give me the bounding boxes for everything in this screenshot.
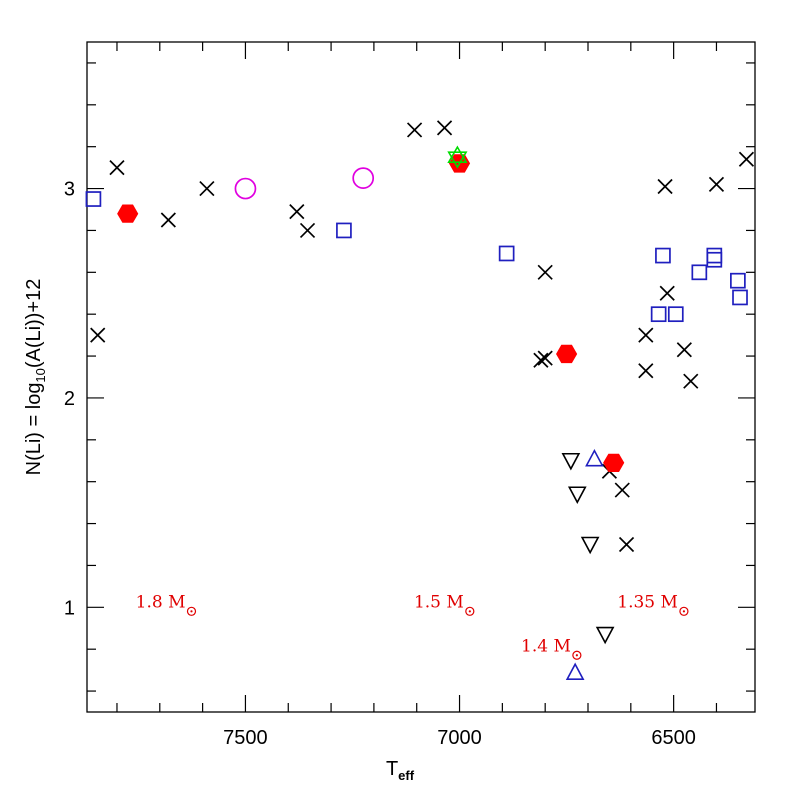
cross-marker <box>436 120 453 136</box>
cross-marker <box>738 151 755 167</box>
x-tick-label: 7500 <box>223 727 268 749</box>
y-tick-label: 2 <box>64 388 75 410</box>
plot-frame <box>86 41 756 713</box>
x-tick-label: 6500 <box>651 727 696 749</box>
square-marker <box>730 272 746 289</box>
sun-symbol-icon <box>572 650 582 660</box>
square-marker <box>706 251 723 268</box>
hexagon-marker <box>556 344 578 364</box>
cross-marker <box>659 285 675 301</box>
axis-tick-labels: 7500 7000 6500 1 2 3 <box>64 179 696 749</box>
square-marker <box>706 247 723 264</box>
sun-symbol-icon <box>465 606 475 616</box>
y-axis-title: N(Li) = log10(A(Li))+12 <box>23 279 48 476</box>
circle-marker <box>234 177 257 200</box>
cross-marker <box>289 203 305 220</box>
cross-marker <box>537 350 553 366</box>
triangle-up-marker <box>585 448 604 467</box>
sun-symbol-icon <box>679 606 689 616</box>
square-marker <box>655 247 671 264</box>
cross-marker <box>109 160 125 176</box>
triangle-down-marker <box>561 452 581 471</box>
circle-marker <box>352 167 375 189</box>
cross-marker <box>90 327 106 343</box>
cross-marker <box>299 222 316 239</box>
mass-labels: 1.8 M 1.5 M 1.35 M 1.4 M <box>136 592 689 660</box>
square-marker <box>336 222 352 239</box>
cross-marker <box>614 482 630 498</box>
mass-label: 1.35 M <box>617 592 678 612</box>
square-marker <box>667 306 684 323</box>
x-tick-label: 7000 <box>437 727 482 749</box>
cross-marker <box>638 327 654 343</box>
mass-label: 1.8 M <box>136 592 186 612</box>
cross-marker <box>708 176 725 192</box>
cross-marker <box>537 264 553 280</box>
sun-symbol-dot <box>190 610 193 613</box>
data-points <box>85 120 755 681</box>
triangle-down-marker <box>567 486 587 504</box>
triangle-down-marker <box>595 626 615 645</box>
cross-marker <box>683 373 699 389</box>
triangle-up-marker <box>565 662 585 681</box>
triangle-down-marker <box>580 536 600 555</box>
sun-symbol-icon <box>186 606 197 616</box>
axis-ticks <box>87 42 755 712</box>
sun-symbol-dot <box>682 610 686 613</box>
cross-marker <box>160 212 176 228</box>
cross-marker <box>618 536 635 553</box>
cross-marker <box>676 342 692 358</box>
square-marker <box>85 191 102 207</box>
y-tick-label: 1 <box>64 597 75 619</box>
square-marker <box>650 306 667 323</box>
square-marker <box>691 264 708 281</box>
star-marker <box>447 145 468 169</box>
cross-marker <box>533 352 549 368</box>
mass-label: 1.5 M <box>414 592 464 612</box>
cross-marker <box>199 180 215 197</box>
x-axis-title: Teff <box>386 758 415 783</box>
y-tick-label: 3 <box>64 179 75 201</box>
sun-symbol-dot <box>468 610 471 613</box>
cross-marker <box>406 122 423 138</box>
square-marker <box>732 289 748 306</box>
mass-label: 1.4 M <box>521 636 571 656</box>
hexagon-marker <box>117 204 139 223</box>
cross-marker <box>657 178 673 195</box>
square-marker <box>498 245 515 262</box>
cross-marker <box>638 363 654 379</box>
hexagon-marker <box>603 453 625 472</box>
sun-symbol-dot <box>575 654 578 657</box>
